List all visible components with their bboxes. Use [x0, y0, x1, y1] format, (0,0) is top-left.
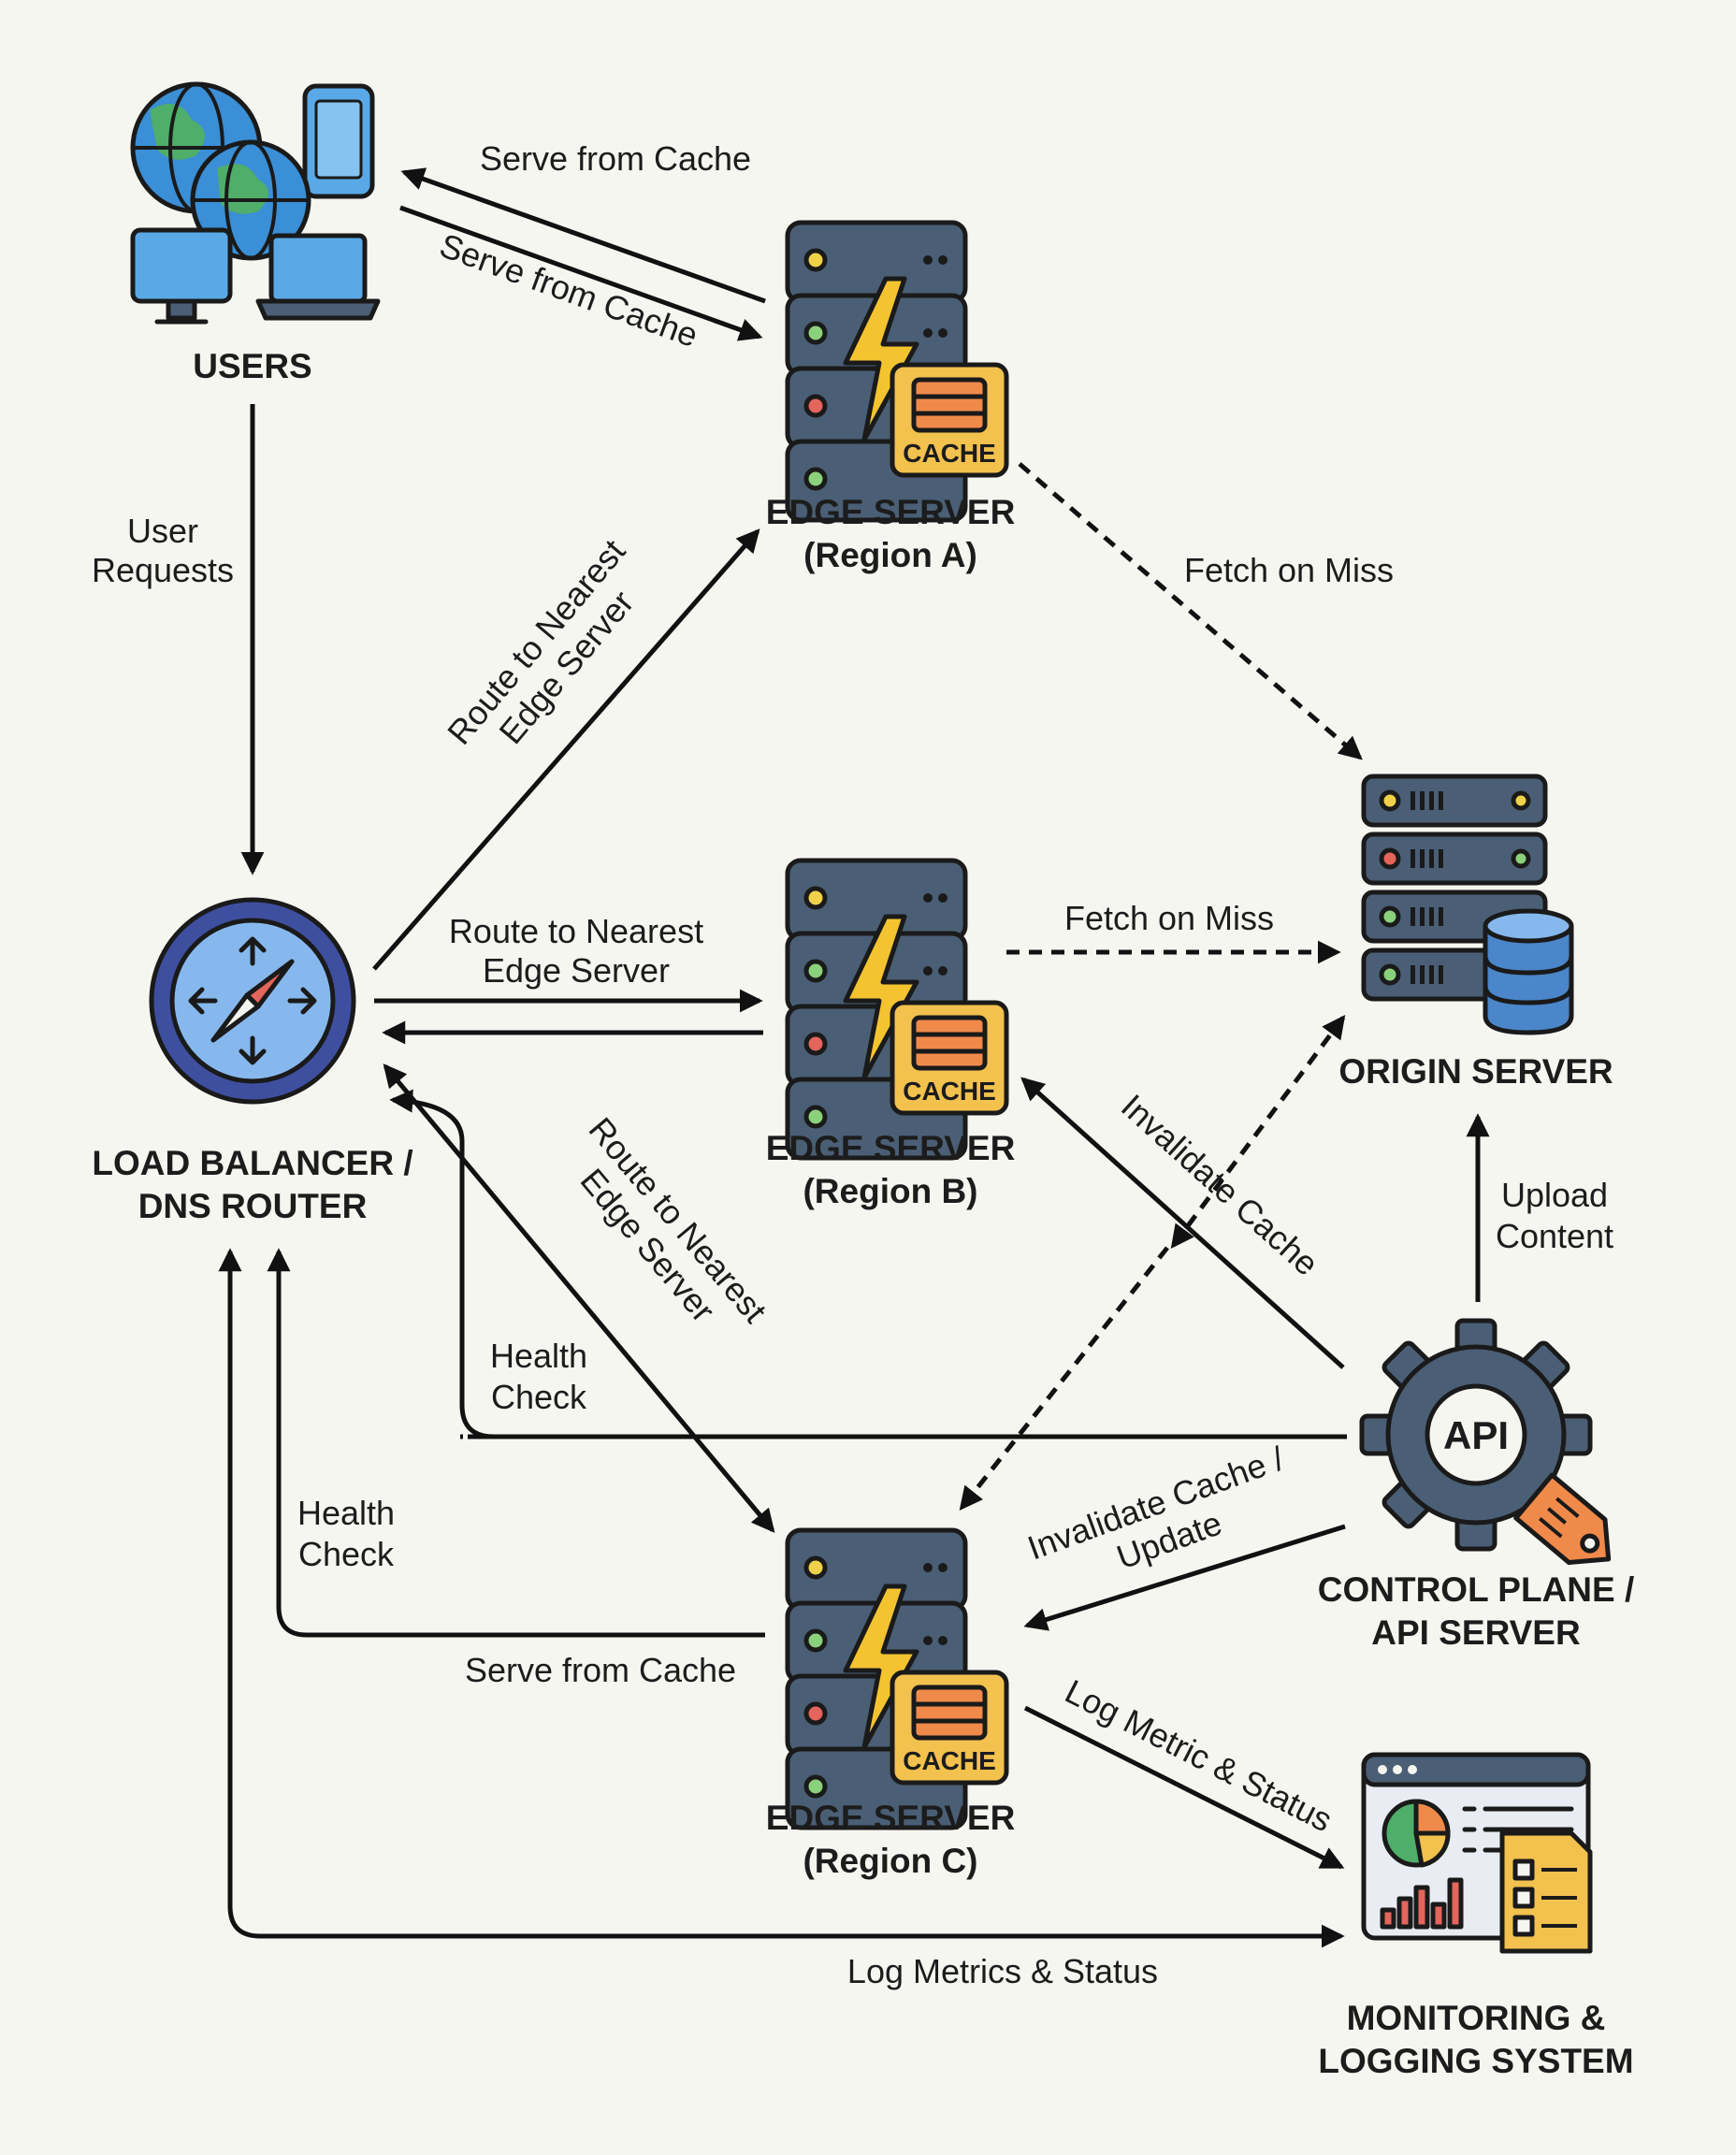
- origin-title: ORIGIN SERVER: [1338, 1052, 1613, 1091]
- label-edge-c-serve: Serve from Cache: [465, 1651, 736, 1689]
- arrow-control-to-edge-c: [1023, 1524, 1346, 1631]
- edge-b-title-1: EDGE SERVER: [766, 1129, 1016, 1167]
- api-gear-icon: API: [1359, 1318, 1612, 1566]
- node-monitoring: MONITORING & LOGGING SYSTEM: [1318, 1752, 1634, 2080]
- api-badge-label: API: [1443, 1413, 1509, 1457]
- arrow-control-to-edge-b: [1020, 1077, 1345, 1369]
- edge-a-title-2: (Region A): [803, 536, 977, 574]
- label-health-check-control-2: Check: [491, 1378, 587, 1416]
- lb-title-2: DNS ROUTER: [138, 1187, 368, 1225]
- label-health-check-edge-c-2: Check: [298, 1535, 395, 1573]
- label-users-to-edge-a: Serve from Cache: [435, 225, 703, 354]
- cache-badge-label: CACHE: [903, 439, 996, 468]
- monitoring-title-1: MONITORING &: [1347, 1999, 1606, 2037]
- label-edge-a-to-origin: Fetch on Miss: [1184, 551, 1394, 589]
- edge-c-title-2: (Region C): [803, 1842, 977, 1880]
- label-health-check-edge-c-1: Health: [297, 1494, 395, 1532]
- lb-title-1: LOAD BALANCER /: [92, 1144, 412, 1182]
- connectors: [218, 167, 1490, 1948]
- edge-c-title-1: EDGE SERVER: [766, 1799, 1016, 1837]
- control-plane-title-2: API SERVER: [1371, 1613, 1580, 1652]
- node-edge-server-c: CACHE EDGE SERVER (Region C): [766, 1530, 1016, 1880]
- origin-server-database-icon: [1361, 774, 1574, 1035]
- compass-icon: [149, 897, 356, 1105]
- edge-server-icon: CACHE: [788, 861, 1006, 1158]
- price-tag-icon: [1513, 1472, 1612, 1566]
- label-health-check-control-1: Health: [490, 1337, 587, 1375]
- label-upload-content-1: Upload: [1501, 1176, 1608, 1214]
- cache-badge-label: CACHE: [903, 1077, 996, 1106]
- node-load-balancer: LOAD BALANCER / DNS ROUTER: [92, 897, 413, 1225]
- cache-badge-label: CACHE: [903, 1746, 996, 1775]
- label-user-requests-1: User: [127, 512, 198, 550]
- node-edge-server-a: CACHE EDGE SERVER (Region A): [766, 223, 1016, 574]
- node-edge-server-b: CACHE EDGE SERVER (Region B): [766, 861, 1016, 1210]
- edge-server-icon: CACHE: [788, 223, 1006, 520]
- monitoring-title-2: LOGGING SYSTEM: [1318, 2042, 1633, 2080]
- label-edge-c-to-monitoring: Log Metric & Status: [1059, 1671, 1338, 1839]
- arrow-edge-c-to-monitoring: [1023, 1705, 1345, 1870]
- control-plane-title-1: CONTROL PLANE /: [1318, 1570, 1635, 1609]
- label-lb-to-edge-b-2: Edge Server: [483, 951, 670, 990]
- arrow-edge-c-dashed-lower: [959, 1246, 1169, 1511]
- node-control-plane: API CONTROL PLANE / API SERVER: [1318, 1318, 1635, 1652]
- node-origin-server: ORIGIN SERVER: [1338, 774, 1613, 1091]
- label-upload-content-2: Content: [1496, 1217, 1613, 1255]
- arrow-lb-monitoring-log: [218, 1248, 1345, 1948]
- dashboard-report-icon: [1361, 1752, 1593, 1954]
- edge-server-icon: CACHE: [788, 1530, 1006, 1828]
- arrow-edge-a-to-origin: [1018, 462, 1363, 760]
- label-lb-monitoring-log: Log Metrics & Status: [847, 1952, 1158, 1990]
- arrow-lb-to-edge-a: [372, 528, 760, 971]
- label-edge-b-to-origin: Fetch on Miss: [1064, 899, 1274, 937]
- globe-devices-icon: [130, 81, 381, 325]
- arrow-origin-to-edge-c-dashed: [1170, 1014, 1346, 1250]
- label-edge-a-to-users: Serve from Cache: [480, 139, 751, 178]
- node-users: USERS: [130, 81, 381, 385]
- edge-a-title-1: EDGE SERVER: [766, 493, 1016, 531]
- label-user-requests-2: Requests: [92, 551, 234, 589]
- edge-b-title-2: (Region B): [803, 1172, 977, 1210]
- arrow-users-to-edge-a: [399, 205, 763, 341]
- users-title: USERS: [193, 347, 311, 385]
- label-lb-to-edge-b-1: Route to Nearest: [449, 912, 703, 950]
- arrow-edge-a-to-users: [400, 167, 766, 304]
